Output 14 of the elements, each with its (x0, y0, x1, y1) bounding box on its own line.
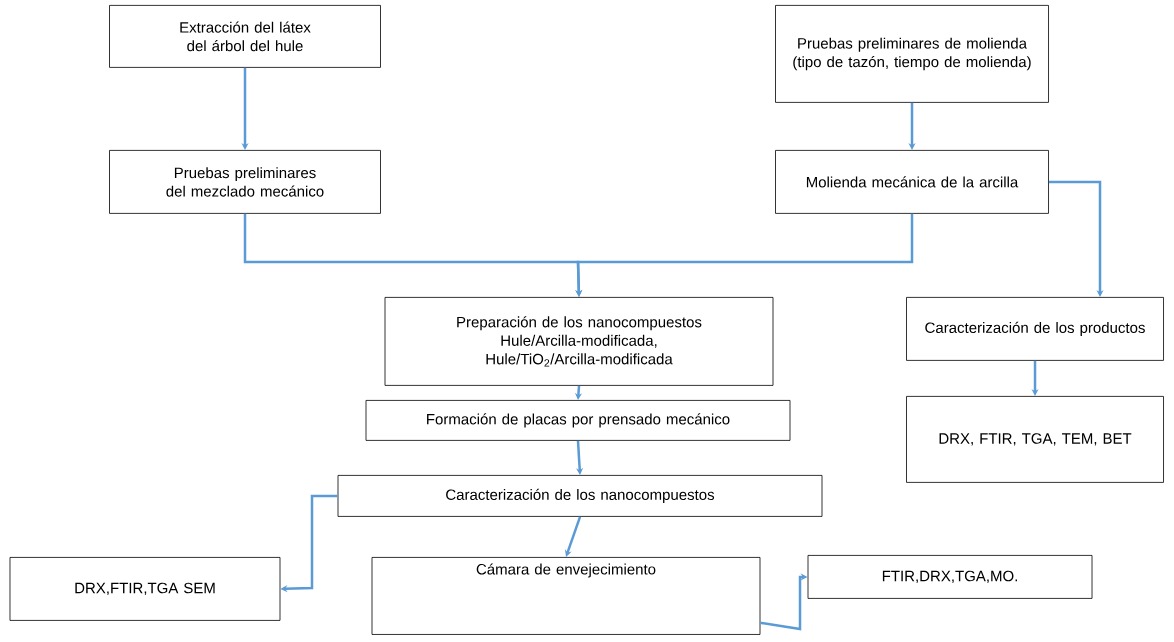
process-box: DRX,FTIR,TGA SEM (9, 557, 281, 621)
arrow (576, 440, 584, 475)
arrow (1048, 180, 1104, 297)
process-box: Caracterización de los productos (906, 297, 1164, 361)
process-box: Molienda mecánica de la arcilla (775, 150, 1049, 214)
process-box: Cámara de envejecimiento (371, 557, 761, 635)
process-box: Pruebas preliminares de molienda (tipo de tazón, tiempo de molienda) (775, 5, 1049, 103)
process-box: Pruebas preliminares del mezclado mecánico (109, 150, 381, 214)
process-box: DRX, FTIR, TGA, TEM, BET (906, 396, 1164, 483)
process-box: Extracción del látex del árbol del hule (109, 5, 381, 68)
process-box: Formación de placas por prensado mecánico (365, 400, 791, 441)
process-box: Caracterización de los nanocompuestos (337, 475, 823, 517)
process-box: Preparación de los nanocompuestos Hule/Arcilla-modificada, Hule/TiO$_{2}$/Arcilla-modificada (384, 297, 774, 386)
process-box: FTIR,DRX,TGA,MO. (807, 555, 1093, 599)
